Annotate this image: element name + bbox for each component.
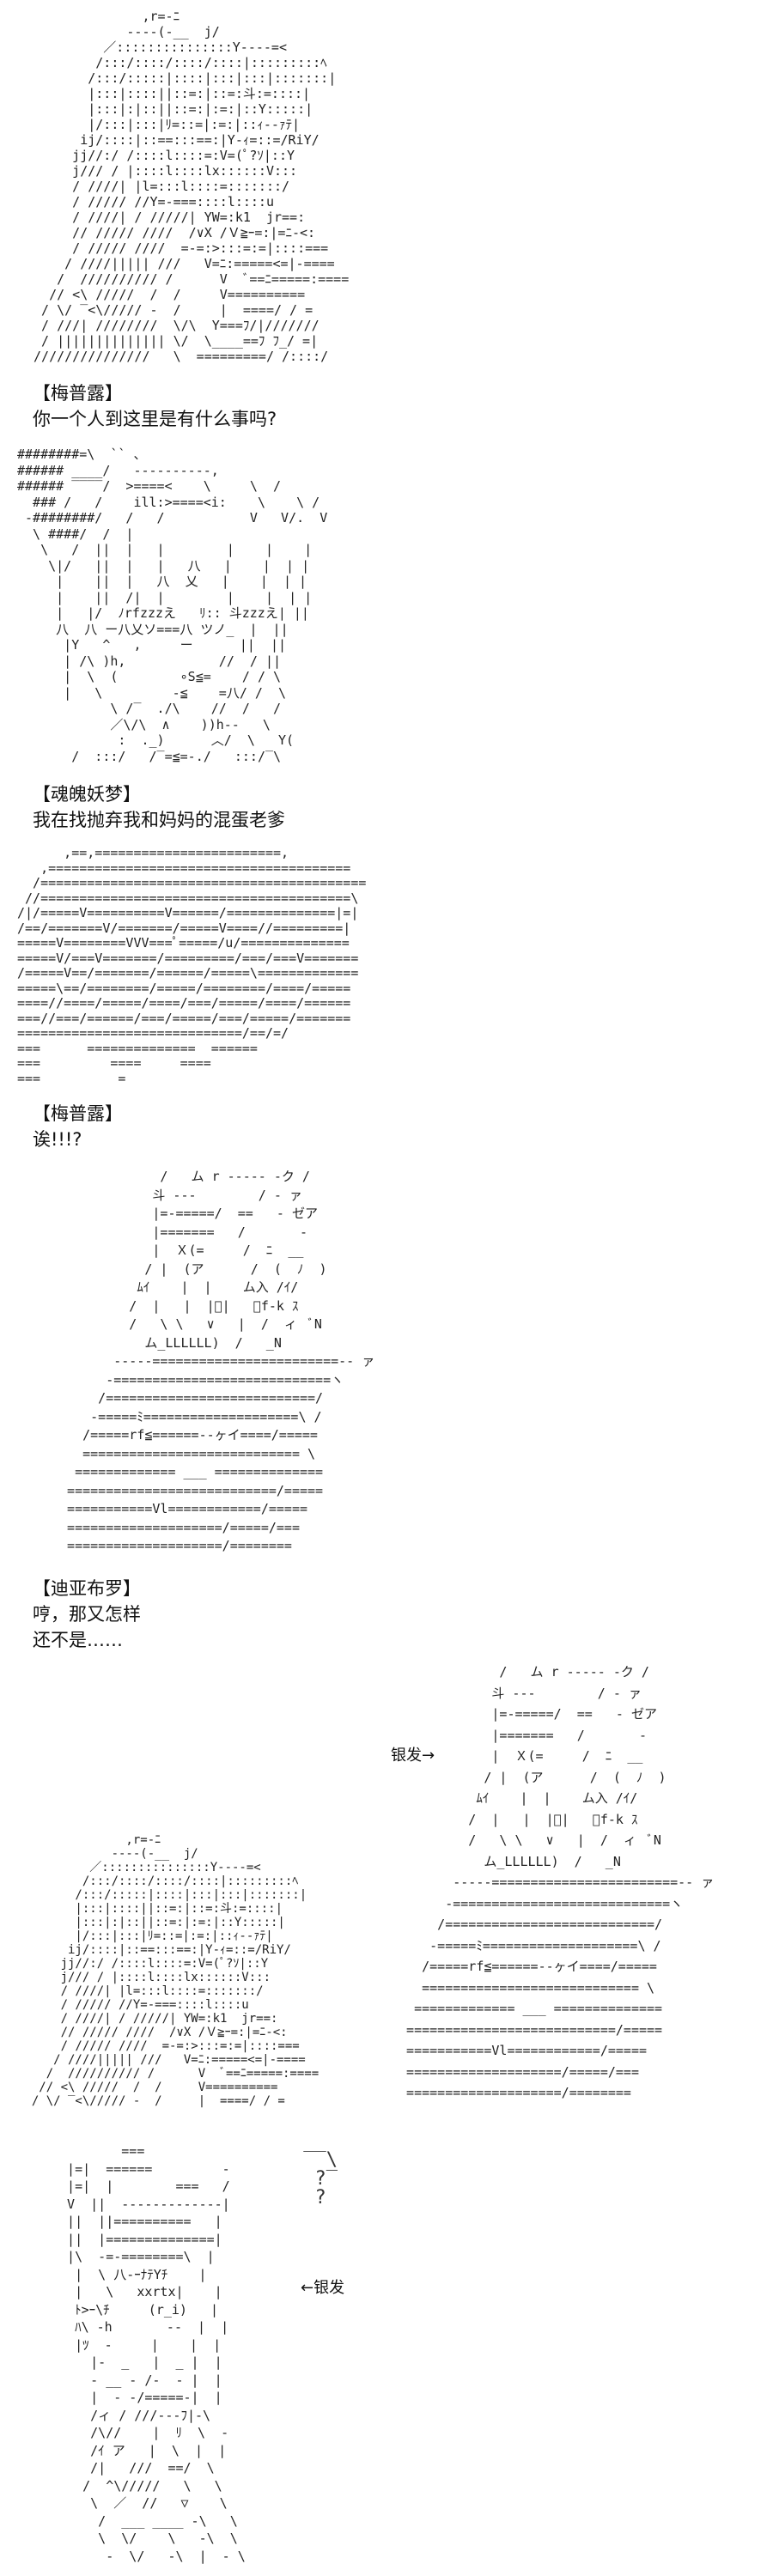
dialog-line: 你一个人到这里是有什么事吗? — [33, 409, 277, 429]
panel-mage-large: / ム r ‐---- -ク / 斗 ‐-- / ‐ ァ |=-=====/ =… — [391, 1662, 769, 2117]
speaker-label: 【魂魄妖梦】 — [33, 784, 141, 805]
dialog-2: 【魂魄妖梦】 我在找抛弃我和妈妈的混蛋老爹 — [33, 781, 285, 833]
panel-girl-1: ,r=-ﾆ ----(-__ j/ ／:::::::::::::::Y----=… — [26, 9, 369, 374]
dialog-line: 哼，那又怎样 — [33, 1604, 141, 1625]
panel-maple: ########=\ `` 、 ###### ____/ ‐---------,… — [17, 447, 404, 764]
dialog-3: 【梅普露】 诶!!!? — [33, 1101, 123, 1152]
speaker-label: 【梅普露】 — [33, 383, 123, 404]
ascii-art-girl: ,r=-ﾆ ----(-__ j/ ／:::::::::::::::Y----=… — [33, 9, 350, 364]
ascii-art-mage-large: / ム r ‐---- -ク / 斗 ‐-- / ‐ ァ |=-=====/ =… — [406, 1664, 715, 2100]
dialog-line: 诶!!!? — [33, 1129, 82, 1150]
silver-hair-annotation-right: 银发→ — [391, 1747, 435, 1765]
silver-hair-annotation-left: ←银发 — [301, 2279, 345, 2297]
ascii-art-maple: ########=\ `` 、 ###### ____/ ‐---------,… — [17, 447, 328, 764]
ascii-art-youmu: ,==,========================, ,=========… — [17, 845, 367, 1086]
dialog-line: 还不是…… — [33, 1630, 123, 1650]
panel-mage: / ム r ‐---- -ク / 斗 ‐-- / ‐ ァ |=-=====/ =… — [52, 1168, 412, 1580]
speaker-label: 【迪亚布罗】 — [33, 1578, 141, 1599]
panel-youmu: ,==,========================, ,=========… — [17, 845, 378, 1091]
ascii-art-mage: / ム r ‐---- -ク / 斗 ‐-- / ‐ ァ |=-=====/ =… — [67, 1169, 375, 1553]
speaker-label: 【梅普露】 — [33, 1103, 123, 1124]
dialog-4: 【迪亚布罗】 哼，那又怎样 还不是…… — [33, 1576, 141, 1653]
panel-girl-2: ,r=-ﾆ ----(-__ j/ ／:::::::::::::::Y----=… — [17, 1833, 369, 2117]
ascii-art-girl-small: ,r=-ﾆ ----(-__ j/ ／:::::::::::::::Y----=… — [31, 1833, 320, 2108]
dialog-1: 【梅普露】 你一个人到这里是有什么事吗? — [33, 380, 277, 432]
question-mark-art: ‾‾\ ?‾ ? — [303, 2149, 338, 2208]
dialog-line: 我在找抛弃我和妈妈的混蛋老爹 — [33, 810, 285, 830]
ascii-art-boy: === |=| ====== ‐ |=| | === / V || ‐‐‐‐‐‐… — [67, 2143, 246, 2564]
panel-boy: === |=| ====== ‐ |=| | === / V || ‐‐‐‐‐‐… — [52, 2142, 335, 2572]
